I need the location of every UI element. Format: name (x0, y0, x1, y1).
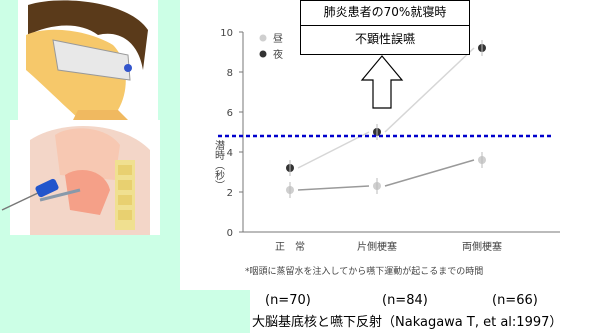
legend-marker-0 (259, 34, 267, 42)
n-label-normal: (n=70) (265, 293, 311, 308)
legend-label-1: 夜 (273, 48, 283, 61)
chart-footnote: *咽頭に蒸留水を注入してから嚥下運動が起こるまでの時間 (245, 265, 483, 277)
series-0-segment-0 (297, 185, 370, 191)
legend-label-0: 昼 (273, 33, 283, 45)
y-tick-label-6: 6 (227, 108, 233, 119)
footer-citation-background (250, 290, 596, 333)
n-label-bilateral: (n=66) (492, 293, 538, 308)
x-category-label-1: 片側梗塞 (357, 240, 397, 253)
y-tick-label-10: 10 (220, 28, 233, 39)
n-label-unilateral: (n=84) (382, 293, 428, 308)
x-category-label-2: 両側梗塞 (462, 240, 502, 253)
y-axis-label: 潜時（秒） (213, 139, 225, 190)
legend-marker-1 (259, 50, 267, 58)
y-tick-label-2: 2 (227, 188, 233, 199)
y-tick-label-4: 4 (227, 148, 233, 159)
y-tick-label-8: 8 (227, 68, 233, 79)
x-category-label-0: 正 常 (275, 240, 305, 253)
probe-illustration (0, 170, 70, 215)
y-tick-label-0: 0 (227, 228, 233, 239)
citation: 大脳基底核と嚥下反射（Nakagawa T, et al:1997） (252, 315, 563, 330)
throat-anatomy-illustration (10, 120, 160, 235)
callout-line-2: 不顕性誤嚥 (354, 32, 415, 46)
callout-separator (301, 25, 469, 26)
head-profile-illustration (18, 0, 158, 120)
series-1-segment-1 (384, 47, 475, 133)
series-0-segment-1 (384, 159, 475, 187)
callout-line-1: 肺炎患者の70%就寝時 (323, 5, 447, 19)
callout-box: 肺炎患者の70%就寝時 不顕性誤嚥 (300, 0, 470, 55)
series-1-segment-0 (297, 131, 370, 169)
